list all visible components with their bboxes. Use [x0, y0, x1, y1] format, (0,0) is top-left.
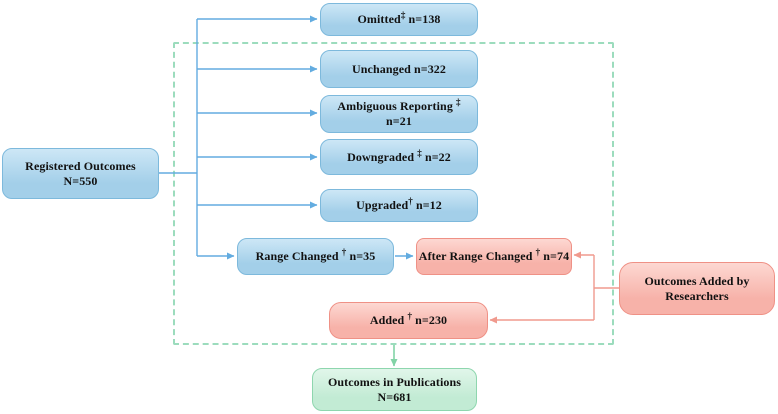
- dagger-sup: †: [535, 247, 541, 257]
- node-label: Outcomes in Publications: [327, 374, 462, 389]
- label-text: After Range Changed: [418, 249, 536, 263]
- node-label: Outcomes Added by: [644, 273, 750, 288]
- dagger-sup: ‡: [456, 97, 461, 107]
- dagger-sup: †: [407, 311, 413, 321]
- count-text: n=74: [540, 249, 570, 263]
- node-outcomes-in-publications: Outcomes in Publications N=681: [312, 368, 477, 411]
- node-upgraded: Upgraded† n=12: [320, 189, 478, 222]
- node-downgraded: Downgraded ‡ n=22: [320, 139, 478, 175]
- dagger-sup: ‡: [417, 147, 422, 158]
- node-label: Researchers: [665, 288, 729, 303]
- node-label: Registered Outcomes: [25, 158, 136, 173]
- count-text: n=138: [405, 12, 441, 26]
- label-text: Downgraded: [347, 149, 418, 164]
- label-text: Upgraded: [356, 198, 409, 212]
- dashed-boundary: [173, 42, 614, 345]
- label-text: Omitted: [357, 12, 401, 26]
- node-registered-outcomes: Registered Outcomes N=550: [2, 148, 159, 199]
- label-text: Unchanged n=322: [351, 61, 447, 76]
- count-text: n=35: [346, 249, 376, 263]
- label-text: Added: [369, 313, 408, 327]
- label-text: Ambiguous Reporting: [337, 99, 457, 113]
- count-text: n=230: [412, 313, 448, 327]
- node-ambiguous-reporting: Ambiguous Reporting ‡ n=21: [320, 95, 478, 133]
- node-unchanged: Unchanged n=322: [320, 50, 478, 88]
- node-range-changed: Range Changed † n=35: [237, 238, 394, 275]
- dagger-sup: †: [341, 247, 347, 257]
- node-outcomes-added-by-researchers: Outcomes Added by Researchers: [619, 262, 775, 315]
- node-omitted: Omitted‡ n=138: [320, 3, 478, 36]
- node-after-range-changed: After Range Changed † n=74: [416, 238, 572, 275]
- node-count: N=550: [63, 173, 98, 188]
- count-text: n=21: [386, 114, 412, 128]
- count-text: n=12: [412, 198, 442, 212]
- label-text: Range Changed: [255, 249, 342, 263]
- node-added: Added † n=230: [329, 302, 488, 339]
- node-count: N=681: [377, 389, 412, 404]
- dagger-sup: †: [408, 196, 413, 206]
- count-text: n=22: [421, 149, 451, 164]
- dagger-sup: ‡: [400, 10, 406, 20]
